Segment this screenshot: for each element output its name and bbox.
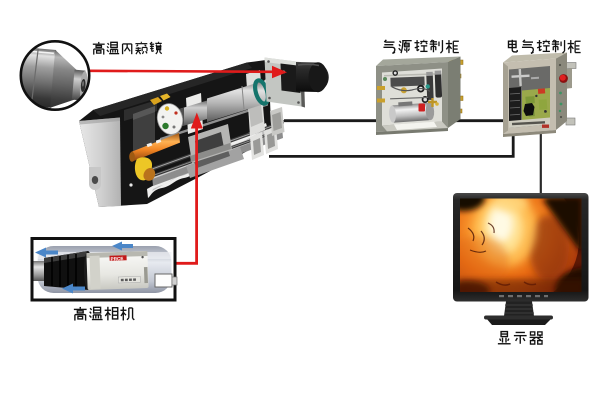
svg-text:PRCE: PRCE xyxy=(111,256,124,261)
